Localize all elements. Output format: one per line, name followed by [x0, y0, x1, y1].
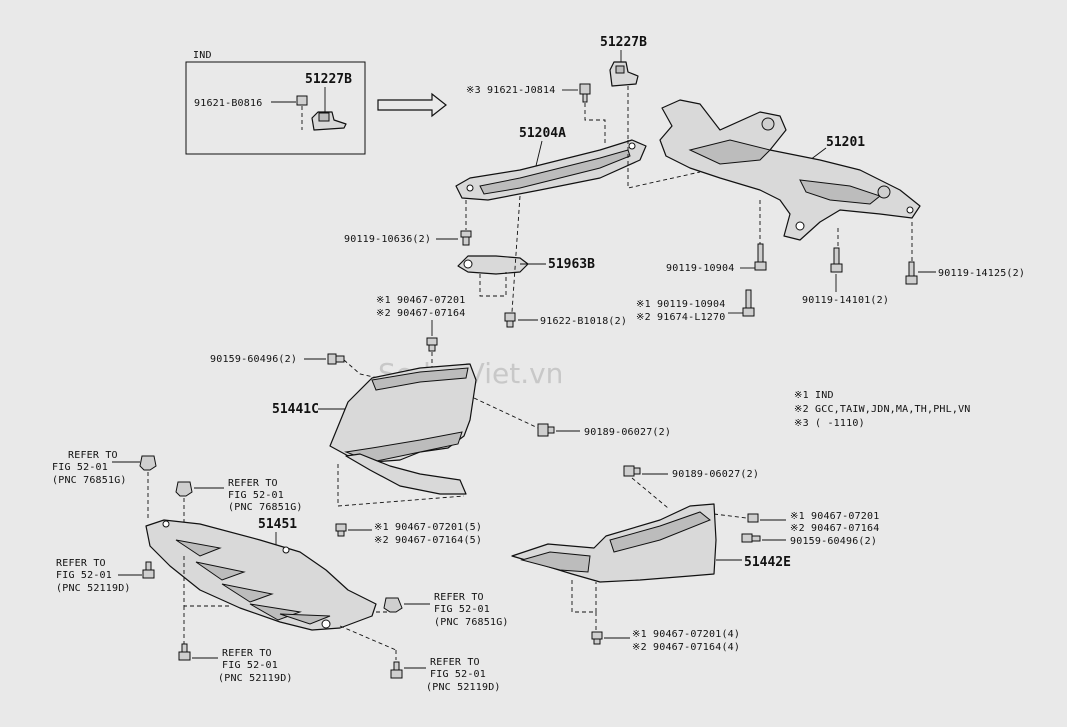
- fastener-s1-90467-07201: ※1 90467-07201: [376, 295, 465, 306]
- fastener-s2-90467-07164-5: ※2 90467-07164(5): [374, 535, 482, 546]
- fastener-90119-14125: 90119-14125(2): [938, 268, 1025, 279]
- undercover-51451-icon: [145, 519, 377, 631]
- ref-line3: (PNC 52119D): [56, 583, 131, 594]
- ref-line2: FIG 52-01: [222, 660, 278, 671]
- ref-line1: REFER TO: [434, 592, 484, 603]
- ref-76851G-top-left: REFER TO FIG 52-01 (PNC 76851G): [52, 450, 127, 486]
- inset-label: IND: [193, 50, 212, 61]
- part-label-51441C: 51441C: [272, 402, 319, 417]
- bolt-90119-14125-icon: [905, 261, 918, 285]
- ref-line3: (PNC 76851G): [434, 617, 509, 628]
- ref-line2: FIG 52-01: [52, 462, 108, 473]
- part-label-51451: 51451: [258, 517, 297, 532]
- ref-line2: FIG 52-01: [56, 570, 112, 581]
- fastener-90159-60496: 90159-60496(2): [210, 354, 297, 365]
- ref-52119D-bottom-right: REFER TO FIG 52-01 (PNC 52119D): [426, 657, 501, 693]
- fastener-90119-10904: 90119-10904: [666, 263, 734, 274]
- cover-51442E-icon: [511, 503, 717, 583]
- ref-line2: FIG 52-01: [430, 669, 486, 680]
- clip-90467-07201-5-icon: [335, 523, 347, 537]
- ref-line1: REFER TO: [228, 478, 278, 489]
- clip-90467-07201-icon: [426, 337, 438, 352]
- bolt-91622-B1018-icon: [504, 312, 516, 328]
- bolt-90159-60496-r-icon: [741, 533, 761, 543]
- crossmember-51201-icon: [659, 99, 921, 241]
- fastener-s2-90467-07164-4: ※2 90467-07164(4): [632, 642, 740, 653]
- bolt-52119D-a-icon: [142, 561, 155, 579]
- ref-line3: (PNC 76851G): [228, 502, 303, 513]
- ref-76851G-mid: REFER TO FIG 52-01 (PNC 76851G): [228, 478, 303, 513]
- clip-90189-06027-icon: [537, 423, 555, 437]
- part-label-51201: 51201: [826, 135, 865, 150]
- fastener-s1-90467-07201-5: ※1 90467-07201(5): [374, 522, 482, 533]
- member-51204A-icon: [455, 139, 647, 201]
- ref-line2: FIG 52-01: [228, 490, 284, 501]
- fastener-s1-90467-07201-r: ※1 90467-07201: [790, 511, 879, 522]
- bolt-90119-10636-icon: [460, 230, 472, 246]
- cover-51441C-icon: [329, 363, 477, 495]
- clip-76851G-c-icon: [383, 597, 403, 613]
- ref-line1: REFER TO: [430, 657, 480, 668]
- ref-76851G-right: REFER TO FIG 52-01 (PNC 76851G): [434, 592, 509, 628]
- clip-76851G-b-icon: [175, 481, 193, 497]
- note-1: ※1 IND: [794, 390, 834, 401]
- ref-line1: REFER TO: [68, 450, 118, 461]
- bracket-51963B-icon: [457, 255, 529, 275]
- part-label-51227B: 51227B: [600, 35, 647, 50]
- bolt-90119-10904-icon: [754, 243, 767, 271]
- clip-76851G-a-icon: [139, 455, 157, 471]
- fastener-s1-90119-10904: ※1 90119-10904: [636, 299, 725, 310]
- fastener-s2-90467-07164-r: ※2 90467-07164: [790, 523, 879, 534]
- ref-line1: REFER TO: [222, 648, 272, 659]
- bolt-91674-L1270-icon: [742, 289, 755, 317]
- bolt-52119D-c-icon: [390, 661, 403, 679]
- inset-bolt-number: 91621-B0816: [194, 98, 262, 109]
- ref-line1: REFER TO: [56, 558, 106, 569]
- fastener-91622-B1018: 91622-B1018(2): [540, 316, 627, 327]
- fastener-90119-10636: 90119-10636(2): [344, 234, 431, 245]
- inset-bolt-icon: [296, 95, 308, 130]
- ref-52119D-left: REFER TO FIG 52-01 (PNC 52119D): [56, 558, 131, 594]
- inset-part-number: 51227B: [305, 72, 352, 87]
- inset-bracket-icon: [311, 111, 347, 131]
- ref-line3: (PNC 52119D): [426, 682, 501, 693]
- note-2: ※2 GCC,TAIW,JDN,MA,TH,PHL,VN: [794, 404, 971, 415]
- bolt-52119D-b-icon: [178, 643, 191, 661]
- arrow-icon: [377, 92, 447, 118]
- fastener-91621-J0814: ※3 91621-J0814: [466, 85, 555, 96]
- fastener-90159-60496-r: 90159-60496(2): [790, 536, 877, 547]
- clip-90467-07201-4-icon: [591, 631, 603, 645]
- fastener-s1-90467-07201-4: ※1 90467-07201(4): [632, 629, 740, 640]
- part-label-51963B: 51963B: [548, 257, 595, 272]
- ref-line2: FIG 52-01: [434, 604, 490, 615]
- part-label-51442E: 51442E: [744, 555, 791, 570]
- note-3: ※3 ( -1110): [794, 418, 865, 429]
- bolt-90119-14101-icon: [830, 247, 843, 273]
- clip-90189-06027-b-icon: [623, 465, 641, 477]
- ref-52119D-bottom-left: REFER TO FIG 52-01 (PNC 52119D): [218, 648, 293, 684]
- bolt-90159-60496-icon: [327, 353, 345, 365]
- ref-line3: (PNC 76851G): [52, 475, 127, 486]
- fastener-90189-06027-b: 90189-06027(2): [672, 469, 759, 480]
- fastener-90119-14101: 90119-14101(2): [802, 295, 889, 306]
- clip-90467-07201-r-icon: [747, 513, 759, 523]
- bracket-51227B-icon: [609, 61, 639, 87]
- bolt-91621-J0814-icon: [579, 83, 591, 103]
- fastener-s2-91674-L1270: ※2 91674-L1270: [636, 312, 725, 323]
- inset-box: IND 51227B 91621-B0816: [185, 50, 366, 155]
- part-label-51204A: 51204A: [519, 126, 566, 141]
- fastener-90189-06027-a: 90189-06027(2): [584, 427, 671, 438]
- fastener-s2-90467-07164: ※2 90467-07164: [376, 308, 465, 319]
- ref-line3: (PNC 52119D): [218, 673, 293, 684]
